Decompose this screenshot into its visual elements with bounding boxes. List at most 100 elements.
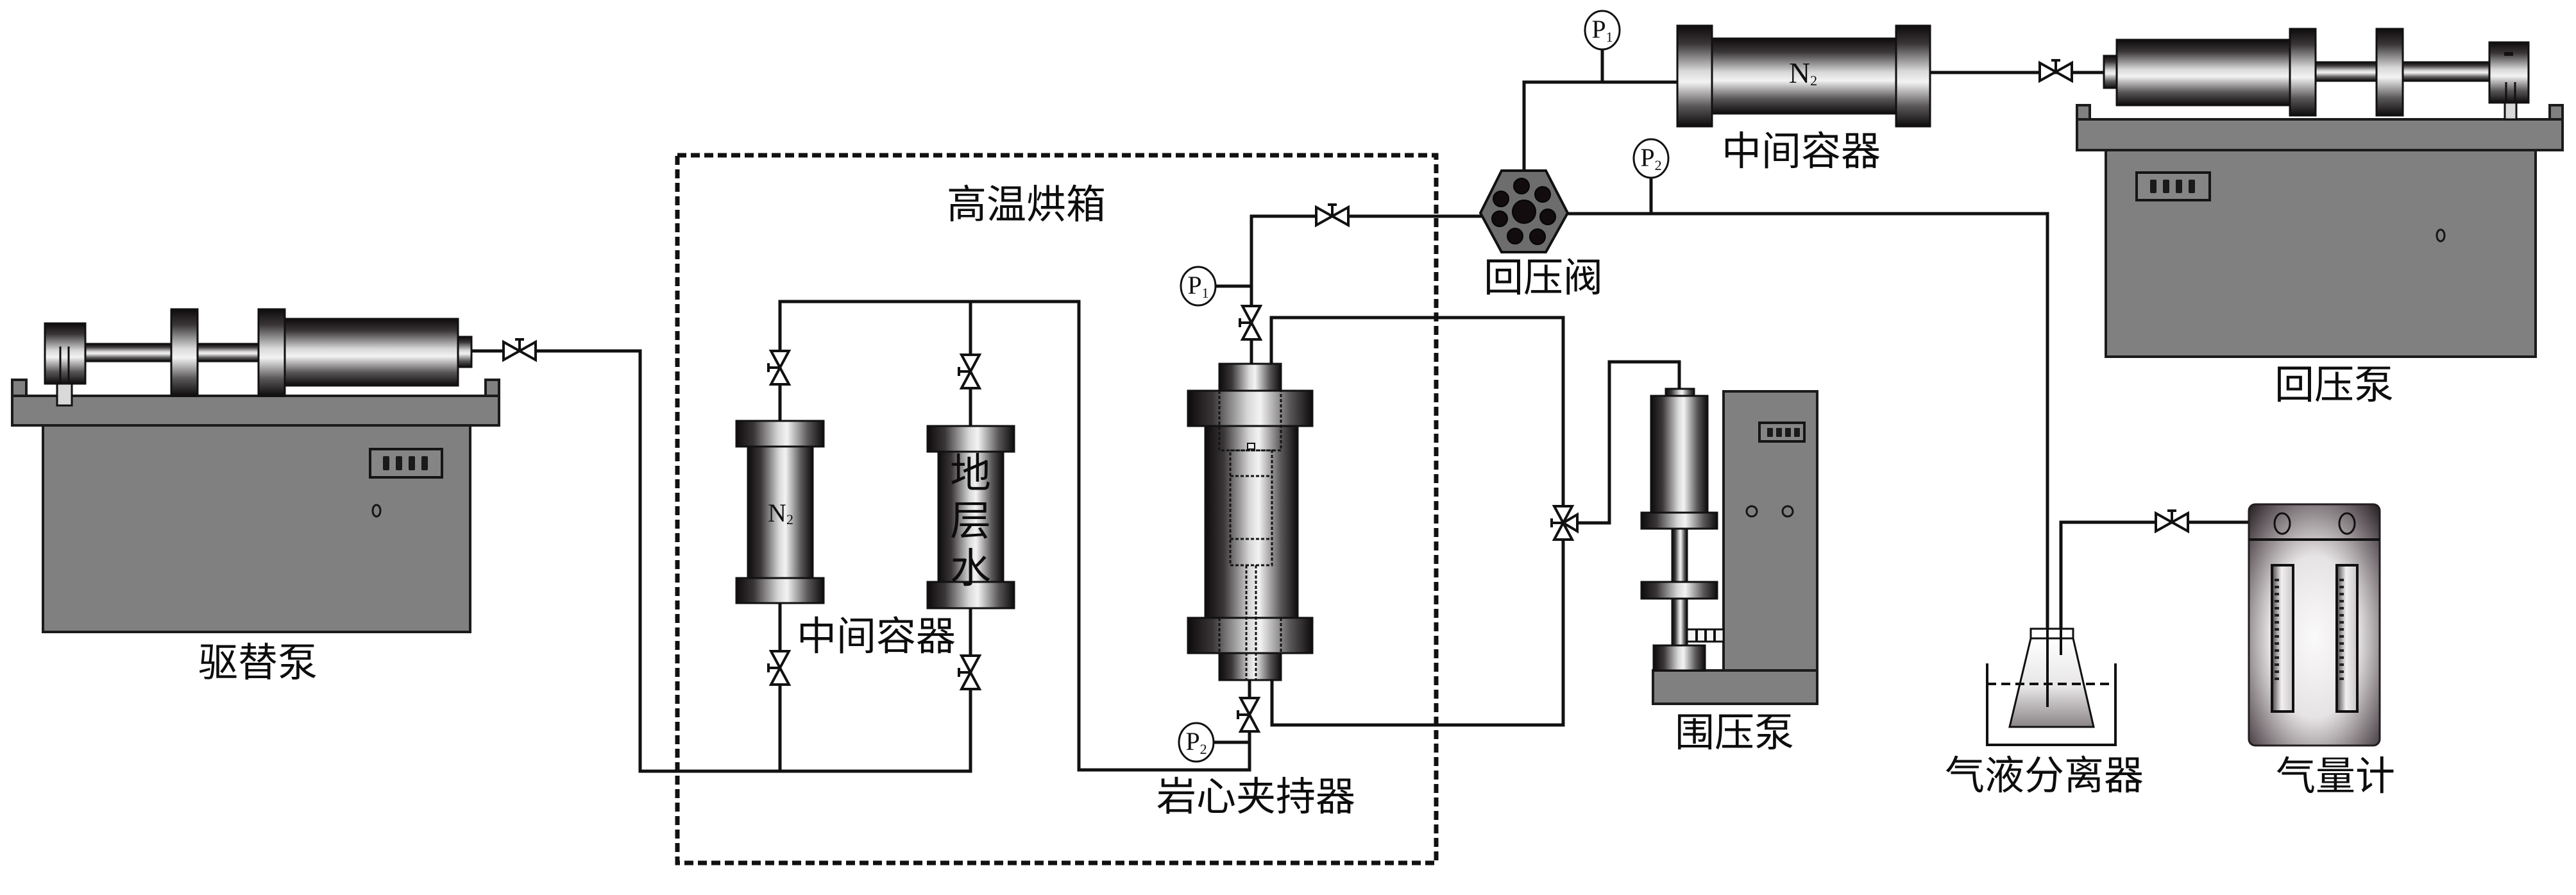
high-temperature-oven-boundary xyxy=(675,153,1439,865)
gas-meter-scale xyxy=(2275,579,2344,680)
gauge-letter: P xyxy=(1591,15,1606,44)
pump-gear-rack-teeth xyxy=(1695,629,1716,642)
vertical-label-char: 水 xyxy=(950,546,991,592)
core-holder-top-plug-outline xyxy=(1218,391,1282,452)
pump-tray-tab-left xyxy=(11,379,28,398)
gauge-index: 1 xyxy=(1606,29,1613,45)
gauge-letter: P xyxy=(1640,143,1654,172)
pipelines xyxy=(470,47,2251,773)
gas-meter-tube-right xyxy=(2335,564,2359,713)
back-pressure-valve-label: 回压阀 xyxy=(1484,257,1603,300)
upper-n2-label: N2 xyxy=(1789,56,1817,89)
meter-scale-tick xyxy=(2339,593,2344,595)
core-holder-label: 岩心夹持器 xyxy=(1157,776,1355,819)
gauge-label: P2 xyxy=(1185,727,1207,757)
valve-port xyxy=(1507,228,1523,244)
upper-intermediate-container: N2 中间容器 xyxy=(1676,24,1931,174)
displacement-pump: 驱替泵 xyxy=(11,308,500,685)
pressure-gauge-p2-upper: P2 xyxy=(1632,138,1670,179)
pump-nozzle xyxy=(2103,55,2118,89)
core-holder-bottom-cap xyxy=(1218,652,1282,681)
water-bath-beaker xyxy=(1986,663,2117,746)
valve-n2-container-top xyxy=(767,350,790,386)
display-digit xyxy=(1794,428,1800,437)
gauge-label: P2 xyxy=(1640,143,1661,173)
meter-scale-tick xyxy=(2275,628,2279,631)
n2-subscript: 2 xyxy=(786,511,793,527)
vertical-label-char: 地 xyxy=(950,451,991,497)
display-digit xyxy=(409,456,415,470)
pump-flange xyxy=(257,308,286,397)
meter-scale-tick xyxy=(2275,656,2279,659)
gas-meter-tube-left xyxy=(2271,564,2294,713)
meter-scale-tick xyxy=(2275,586,2279,588)
core-holder-bottom-flange xyxy=(1187,617,1314,654)
meter-scale-tick xyxy=(2339,586,2344,588)
pipe-core-outlet-to-bpv xyxy=(1250,214,1482,366)
pipe-containers-to-core-inlet xyxy=(778,300,1251,772)
meter-scale-tick xyxy=(2339,621,2344,624)
pipe-separator-to-gas-meter xyxy=(2059,520,2251,657)
valve-core-holder-outlet xyxy=(1239,305,1262,341)
core-holder-top-flange xyxy=(1187,389,1314,427)
container-bottom-cap xyxy=(926,581,1015,609)
meter-scale-tick xyxy=(2275,642,2279,645)
intermediate-container-n2: N2 xyxy=(735,420,825,604)
meter-scale-tick xyxy=(2275,579,2279,581)
container-top-cap xyxy=(735,420,825,448)
meter-scale-tick xyxy=(2339,607,2344,609)
pump-flange xyxy=(170,308,199,397)
gas-liquid-separator: 气液分离器 xyxy=(1945,626,2144,798)
display-digit xyxy=(1776,428,1782,437)
pump-knob xyxy=(1781,505,1794,518)
meter-scale-tick xyxy=(2339,642,2344,645)
display-digit xyxy=(396,456,402,470)
three-way-valve-confining xyxy=(1550,505,1579,541)
n2-symbol: N xyxy=(768,499,786,527)
vertical-label-char: 层 xyxy=(950,499,991,544)
gauge-index: 2 xyxy=(1655,157,1662,173)
valves xyxy=(502,59,2189,733)
meter-scale-tick xyxy=(2275,593,2279,595)
n2-subscript: 2 xyxy=(1810,72,1817,89)
gas-meter-port xyxy=(2338,512,2356,535)
core-holder-body xyxy=(1204,425,1299,619)
valve-back-pressure-pump xyxy=(2038,59,2073,82)
valve-port xyxy=(1493,191,1509,207)
container-right-flange xyxy=(1895,24,1931,128)
gas-meter-label: 气量计 xyxy=(2276,755,2395,799)
valve-water-container-top xyxy=(958,354,981,389)
displacement-pump-label: 驱替泵 xyxy=(198,642,318,685)
back-pressure-valve: 回压阀 xyxy=(1479,169,1603,300)
gas-meter: 气量计 xyxy=(2248,503,2395,799)
pipe-confining-loop xyxy=(1269,316,1565,727)
pump-knob xyxy=(2436,228,2446,243)
core-sample xyxy=(1229,449,1273,567)
valve-water-container-bottom xyxy=(958,654,981,690)
pump-cylinder xyxy=(2115,38,2291,107)
valve-port xyxy=(1534,186,1551,203)
flask-stopper xyxy=(2029,627,2074,640)
pump-tray xyxy=(11,395,500,427)
display-digit xyxy=(2150,180,2157,193)
pump-bottom-block xyxy=(1652,644,1706,672)
core-holder-flange-bore xyxy=(1218,618,1282,653)
back-pressure-pump: 回压泵 xyxy=(2076,28,2564,407)
valve-port xyxy=(1491,210,1508,227)
pump-drive-post xyxy=(2504,101,2518,121)
display-digit xyxy=(383,456,389,470)
gauge-dial xyxy=(1180,266,1217,307)
intermediate-containers-label: 中间容器 xyxy=(797,615,956,659)
gauge-dial xyxy=(1178,722,1215,763)
valve-port xyxy=(1529,228,1546,245)
container-left-flange xyxy=(1676,24,1713,128)
pipe-bpv-to-upper-container xyxy=(1522,80,1679,173)
pipe-confining-pump-branch xyxy=(1561,360,1681,525)
pump-cylinder xyxy=(1650,395,1709,514)
pump-flange xyxy=(2289,28,2317,117)
valve-n2-container-bottom xyxy=(767,650,790,686)
valve-port xyxy=(1513,178,1530,194)
pump-drive-post xyxy=(56,382,73,407)
display-digit xyxy=(1785,428,1791,437)
